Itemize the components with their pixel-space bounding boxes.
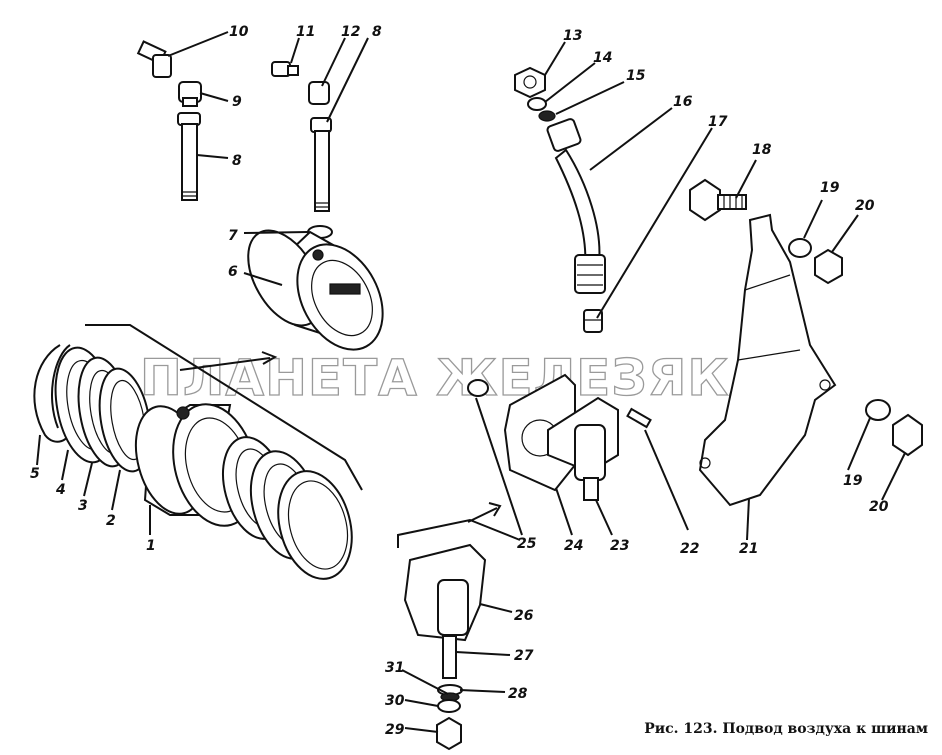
leader-lines (36, 31, 906, 733)
tube-8-right (310, 117, 332, 212)
callout-4: 4 (55, 482, 66, 498)
callout-9: 9 (232, 94, 242, 110)
nipple-27 (442, 635, 457, 679)
callout-26: 26 (514, 608, 534, 624)
fitting-10 (136, 40, 172, 78)
valve-26 (403, 543, 487, 642)
snap-ring-5 (33, 344, 71, 443)
callout-13: 13 (563, 28, 582, 44)
washer-14 (527, 97, 547, 111)
callout-25: 25 (517, 536, 537, 552)
callout-22: 22 (680, 541, 699, 557)
callout-1: 1 (146, 538, 156, 554)
callout-8-left: 8 (232, 153, 242, 169)
ring-15 (538, 110, 556, 122)
callout-21: 21 (739, 541, 758, 557)
callout-5: 5 (30, 466, 40, 482)
nut-20-lower (892, 413, 923, 457)
callout-2: 2 (106, 513, 116, 529)
screw-22 (626, 407, 652, 429)
callout-28: 28 (508, 686, 528, 702)
nut-13 (514, 66, 546, 99)
callout-30: 30 (385, 693, 405, 709)
ring-25 (467, 379, 489, 397)
hose-16 (546, 118, 606, 294)
callout-labels: 10 11 12 8 9 8 7 6 13 14 15 16 17 18 19 … (30, 24, 889, 738)
callout-29: 29 (385, 722, 405, 738)
tube-8-left (177, 112, 201, 201)
callout-7: 7 (228, 228, 238, 244)
callout-15: 15 (626, 68, 646, 84)
valve-23 (547, 396, 619, 501)
callout-20-upper: 20 (855, 198, 875, 214)
callout-11: 11 (296, 24, 315, 40)
bracket-21 (698, 213, 837, 507)
callout-20-lower: 20 (869, 499, 889, 515)
washer-19-upper (788, 238, 812, 258)
housing-6 (247, 229, 384, 351)
snap-ring-right (277, 470, 353, 580)
watermark-text: ПЛАНЕТА ЖЕЛЕЗЯКА (140, 349, 769, 407)
fitting-11 (271, 61, 299, 77)
callout-19-upper: 19 (820, 180, 840, 196)
callout-14: 14 (593, 50, 612, 66)
callout-19-lower: 19 (843, 473, 863, 489)
bracket-lower (397, 502, 521, 548)
callout-12: 12 (341, 24, 360, 40)
callout-6: 6 (228, 264, 238, 280)
callout-17: 17 (708, 114, 728, 130)
callout-3: 3 (78, 498, 88, 514)
bracket-upper (85, 324, 363, 491)
callout-24: 24 (564, 538, 583, 554)
washer-30 (437, 699, 461, 713)
elbow-9 (178, 81, 202, 107)
callout-31: 31 (385, 660, 404, 676)
callout-27: 27 (514, 648, 534, 664)
nut-29 (436, 716, 462, 751)
cap-12 (308, 81, 330, 105)
callout-18: 18 (752, 142, 772, 158)
callout-23: 23 (610, 538, 629, 554)
nut-20-upper (814, 248, 843, 285)
callout-8-top: 8 (372, 24, 382, 40)
callout-16: 16 (673, 94, 693, 110)
bolt-18 (689, 178, 747, 222)
callout-10: 10 (229, 24, 249, 40)
figure-caption: Рис. 123. Подвод воздуха к шинам (644, 721, 928, 737)
washer-19-lower (865, 399, 891, 421)
gasket-24 (503, 373, 576, 492)
